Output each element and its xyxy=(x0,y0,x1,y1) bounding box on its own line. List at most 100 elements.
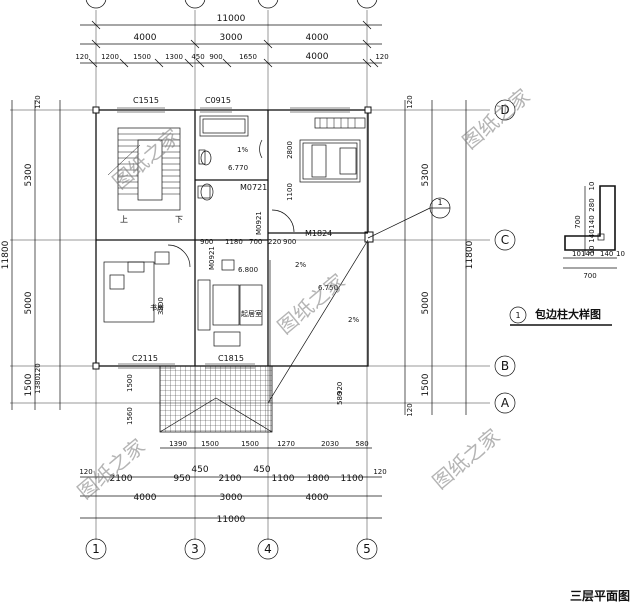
right-dim-2: 5000 xyxy=(421,291,431,314)
right-dim-1: 5300 xyxy=(421,163,431,186)
detail-v-140: 140 xyxy=(588,215,596,228)
dim-1180: 1180 xyxy=(225,238,243,246)
top-dim-2: 3000 xyxy=(220,33,243,43)
detail-title-ref: 1 xyxy=(515,311,520,320)
stair-up-label: 上 xyxy=(120,215,128,224)
study-dim-3800: 3800 xyxy=(157,297,165,315)
bdim-b-4: 450 xyxy=(191,465,208,475)
bdim-b-9: 1100 xyxy=(341,474,364,484)
dim-900b: 900 xyxy=(283,238,296,246)
bedroom: 2800 1100 M1824 xyxy=(271,117,366,238)
living-room: 6.800 起居室 xyxy=(197,259,263,347)
axis-1-bottom: 1 xyxy=(92,542,100,556)
bdim-a-6: 580 xyxy=(355,440,368,448)
bdim-b-2: 2100 xyxy=(110,474,133,484)
dim-1100: 1100 xyxy=(286,183,294,201)
dim-220: 220 xyxy=(268,238,281,246)
left-inner-2: 1380 xyxy=(34,376,42,394)
bdim-total: 11000 xyxy=(217,515,246,525)
top-seg-3: 1500 xyxy=(133,53,151,61)
living-elevation: 6.800 xyxy=(238,266,258,274)
bdim-c-1: 4000 xyxy=(134,493,157,503)
terrace-slope-2: 2% xyxy=(348,316,359,324)
top-seg-6: 900 xyxy=(209,53,222,61)
study-room: 3800 书房 xyxy=(103,244,191,323)
top-seg-1: 120 xyxy=(75,53,88,61)
detail-h-700: 700 xyxy=(583,272,596,280)
right-inner-2: 120 xyxy=(406,403,414,416)
top-dimensions: 11000 4000 3000 4000 120 1200 1500 1300 … xyxy=(75,14,389,68)
bdim-b-5: 2100 xyxy=(219,474,242,484)
axis-grid-lines xyxy=(10,10,490,540)
canopy-dim-1560: 1560 xyxy=(126,407,134,425)
door-m0921b-label: M0921 xyxy=(208,246,216,270)
bath-elevation: 6.770 xyxy=(228,164,248,172)
left-dimensions: 11800 5300 5000 1500 120 1380 120 xyxy=(1,95,61,410)
terrace-elevation: 6.750 xyxy=(318,284,338,292)
detail-v-10b: 10 xyxy=(588,246,596,255)
canopy-roof: 1500 1560 xyxy=(126,365,273,433)
left-inner-1: 120 xyxy=(34,95,42,108)
axis-c: C xyxy=(501,233,509,247)
bdim-a-3: 1500 xyxy=(241,440,259,448)
right-dimensions: 11800 5300 5000 1500 120 120 xyxy=(404,95,475,417)
window-c0915: C0915 xyxy=(205,96,231,105)
bdim-a-4: 1270 xyxy=(277,440,295,448)
top-seg-7: 1650 xyxy=(239,53,257,61)
detail-h-10b: 10 xyxy=(616,250,625,258)
top-seg-5: 450 xyxy=(191,53,204,61)
detail-title-text: 包边柱大样图 xyxy=(534,307,601,321)
canopy-dim-1500: 1500 xyxy=(126,374,134,392)
bath-slope: 1% xyxy=(237,146,248,154)
axis-4-bottom: 4 xyxy=(264,542,272,556)
left-inner-3: 120 xyxy=(34,363,42,376)
top-dim-1: 4000 xyxy=(134,33,157,43)
top-seg-9: 120 xyxy=(375,53,388,61)
drawing-title: 三层平面图 xyxy=(570,589,630,603)
callout-ref: 1 xyxy=(437,198,442,207)
axis-3-bottom: 3 xyxy=(191,542,199,556)
top-seg-2: 1200 xyxy=(101,53,119,61)
axis-a: A xyxy=(501,396,510,410)
door-m0921-label: M0921 xyxy=(255,211,263,235)
window-labels: C1515 C0915 C2115 C1815 xyxy=(132,96,244,363)
door-m0721-label: M0721 xyxy=(240,183,267,192)
bdim-a-2: 1500 xyxy=(201,440,219,448)
detail-v-10a: 10 xyxy=(588,182,596,191)
dim-900a: 900 xyxy=(200,238,213,246)
watermark: 图纸之家 图纸之家 图纸之家 图纸之家 图纸之家 xyxy=(73,84,535,504)
staircase: 上 下 xyxy=(107,127,183,224)
detail-v-280: 280 xyxy=(588,198,596,211)
bdim-c-3: 4000 xyxy=(306,493,329,503)
bdim-b-3: 950 xyxy=(173,474,190,484)
right-dim-3: 1500 xyxy=(421,373,431,396)
bdim-b-10: 120 xyxy=(373,468,386,476)
door-m1824-label: M1824 xyxy=(305,229,332,238)
svg-text:图纸之家: 图纸之家 xyxy=(458,84,535,154)
top-dim-3: 4000 xyxy=(306,33,329,43)
bdim-a-5: 2030 xyxy=(321,440,339,448)
detail-v-140b: 140 xyxy=(588,229,596,242)
stair-down-label: 下 xyxy=(175,215,183,224)
svg-text:图纸之家: 图纸之家 xyxy=(273,269,350,339)
left-dim-3: 1500 xyxy=(24,373,34,396)
living-label: 起居室 xyxy=(241,309,262,318)
window-c1515: C1515 xyxy=(133,96,159,105)
svg-text:图纸之家: 图纸之家 xyxy=(108,124,185,194)
axis-5-bottom: 5 xyxy=(363,542,371,556)
window-c2115: C2115 xyxy=(132,354,158,363)
axis-d: D xyxy=(500,103,509,117)
detail-title: 1 包边柱大样图 xyxy=(509,306,612,326)
top-total-dim: 11000 xyxy=(217,14,246,24)
window-c1815: C1815 xyxy=(218,354,244,363)
bdim-b-7: 1100 xyxy=(272,474,295,484)
left-dim-1: 5300 xyxy=(24,163,34,186)
terrace-dim-920: 920 xyxy=(336,382,344,395)
detail-h-10a: 10 xyxy=(572,250,581,258)
axis-bubbles: 1 3 4 5 A B C D xyxy=(85,0,516,560)
left-total-dim: 11800 xyxy=(1,240,11,269)
left-dim-2: 5000 xyxy=(24,291,34,314)
right-inner-1: 120 xyxy=(406,95,414,108)
detail-h-140: 140 xyxy=(581,250,594,258)
bottom-dimensions: 1390 1500 1500 1270 2030 580 120 2100 95… xyxy=(79,440,386,525)
